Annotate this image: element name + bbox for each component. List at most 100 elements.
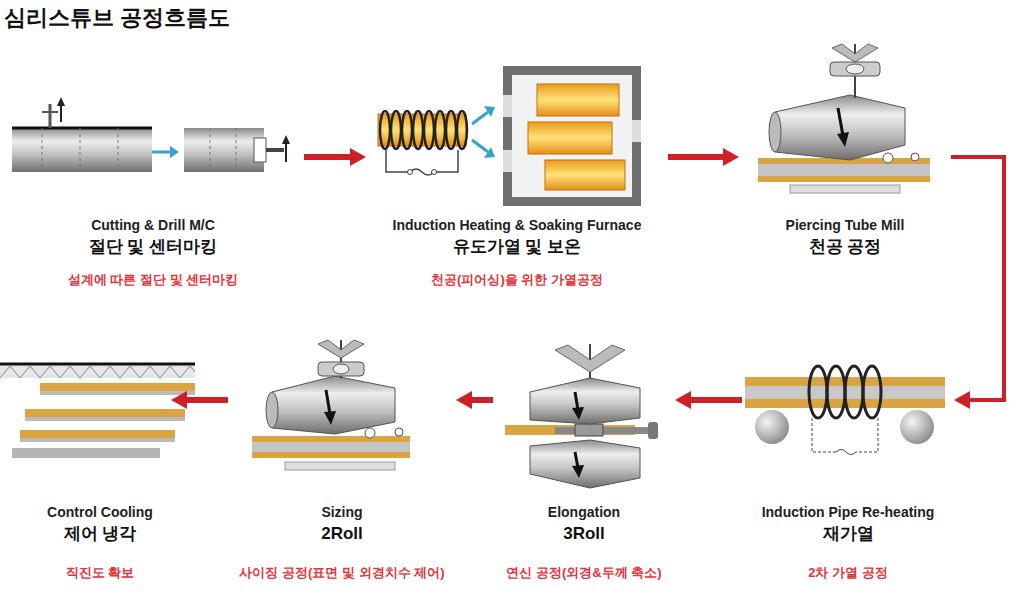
process-stage: Control Cooling 제어 냉각직진도 확보: [35, 340, 165, 581]
cutting-illustration: [42, 128, 43, 172]
induction-heating-illustration: [632, 120, 641, 142]
elongation-illustration: [530, 440, 640, 488]
cutting-illustration: [49, 104, 52, 128]
induction-heating-illustration: [432, 170, 437, 175]
stage-name-ko: 제어 냉각: [64, 523, 137, 545]
cutting-illustration: [60, 104, 62, 122]
reheating-illustration: [755, 410, 789, 444]
cooling-illustration: [0, 363, 195, 366]
induction-heating-illustration: [528, 122, 612, 154]
process-stage: Induction Heating & Soaking Furnace 유도가열 …: [372, 80, 662, 288]
sizing-illustration: [252, 452, 410, 458]
sizing-illustration: [252, 340, 410, 470]
piercing-mill-illustration: [758, 44, 930, 193]
cooling-illustration: [25, 417, 185, 421]
sizing-illustration: [326, 390, 330, 414]
stage-name-en: Induction Pipe Re-heating: [762, 503, 935, 521]
sizing-illustration: [266, 392, 278, 428]
sizing-illustration: [395, 428, 403, 436]
elongation-illustration: [572, 465, 584, 478]
piercing-mill-illustration: [911, 153, 919, 161]
flow-arrow: [951, 157, 1004, 400]
flow-arrow: [304, 154, 352, 160]
cutting-illustration: [152, 151, 170, 154]
induction-heating-illustration: [435, 111, 445, 149]
cutting-illustration: [170, 146, 179, 158]
reheating-illustration: [856, 418, 878, 452]
cutting-illustration: [12, 97, 290, 172]
cutting-illustration: [12, 128, 152, 172]
elongation-illustration: [648, 422, 658, 439]
stage-name-en: Control Cooling: [47, 503, 153, 521]
sizing-illustration: [318, 340, 364, 358]
reheating-illustration: [863, 366, 881, 418]
induction-heating-illustration: [512, 75, 632, 197]
induction-heating-illustration: [503, 150, 512, 172]
stage-name-en: Elongation: [548, 503, 620, 521]
stage-name-en: Cutting & Drill M/C: [91, 216, 215, 234]
induction-heating-illustration: [537, 84, 619, 116]
elongation-illustration: [530, 378, 640, 424]
piercing-mill-illustration: [830, 62, 880, 76]
cutting-illustration: [118, 128, 119, 172]
cooling-illustration: [20, 438, 175, 442]
sizing-illustration: [333, 364, 349, 374]
cutting-illustration: [184, 128, 264, 172]
process-stage: Cutting & Drill M/C절단 및 센터마킹설계에 따른 절단 및 …: [8, 80, 298, 288]
cooling-illustration: [0, 364, 195, 458]
process-stage: Induction Pipe Re-heating 재가열 2차 가열 공정: [748, 340, 948, 581]
elongation-illustration: [555, 345, 625, 372]
piercing-mill-illustration: [846, 64, 864, 74]
induction-heating-illustration: [391, 111, 401, 149]
stage-name-ko: 재가열: [823, 523, 874, 545]
induction-heating-illustration: [545, 160, 625, 190]
induction-heating-illustration: [472, 140, 488, 152]
cooling-illustration: [40, 383, 195, 391]
stage-name-en: Induction Heating & Soaking Furnace: [393, 216, 642, 234]
flow-arrow: [689, 397, 742, 403]
elongation-illustration: [575, 424, 603, 436]
induction-heating-illustration: [472, 112, 488, 124]
elongation-illustration: [505, 344, 658, 488]
piercing-mill-illustration: [838, 108, 843, 136]
cutting-illustration: [57, 97, 65, 106]
stage-note: 직진도 확보: [66, 565, 135, 581]
cooling-illustration: [12, 448, 160, 458]
reheating-illustration: [745, 366, 945, 455]
elongation-illustration: [572, 407, 584, 420]
cutting-illustration: [80, 128, 81, 172]
cooling-illustration: [0, 366, 195, 378]
cutting-illustration: [282, 135, 290, 144]
cooling-illustration: [0, 365, 195, 378]
stage-note: 사이징 공정(표면 및 외경치수 제어): [239, 565, 444, 581]
reheating-illustration: [836, 450, 856, 455]
induction-heating-illustration: [503, 66, 641, 206]
induction-heating-illustration: [484, 106, 495, 117]
cutting-illustration: [266, 148, 284, 152]
process-stage: Piercing Tube Mill천공 공정: [745, 80, 945, 258]
induction-heating-illustration: [402, 111, 412, 149]
reheating-illustration: [827, 366, 845, 418]
cutting-illustration: [12, 127, 152, 130]
piercing-mill-illustration: [832, 44, 878, 62]
sizing-illustration: [285, 462, 395, 470]
induction-heating-illustration: [434, 150, 458, 172]
flow-arrow: [470, 397, 493, 403]
stage-note: 2차 가열 공정: [808, 565, 887, 581]
piercing-mill-illustration: [883, 153, 893, 163]
induction-heating-illustration: [380, 111, 390, 149]
elongation-illustration: [575, 392, 578, 410]
stage-note: 설계에 따른 절단 및 센터마킹: [68, 272, 238, 288]
piercing-mill-illustration: [769, 112, 781, 152]
stage-name-ko: 유도가열 및 보온: [453, 236, 581, 258]
stage-note: 천공(피어싱)을 위한 가열공정: [431, 272, 603, 288]
piercing-mill-illustration: [837, 132, 849, 147]
cutting-illustration: [210, 128, 211, 172]
cutting-illustration: [285, 142, 287, 162]
cooling-illustration: [40, 391, 195, 395]
sizing-illustration: [252, 442, 410, 452]
induction-heating-illustration: [484, 147, 495, 158]
sizing-illustration: [252, 436, 410, 442]
induction-heating-illustration: [446, 111, 456, 149]
